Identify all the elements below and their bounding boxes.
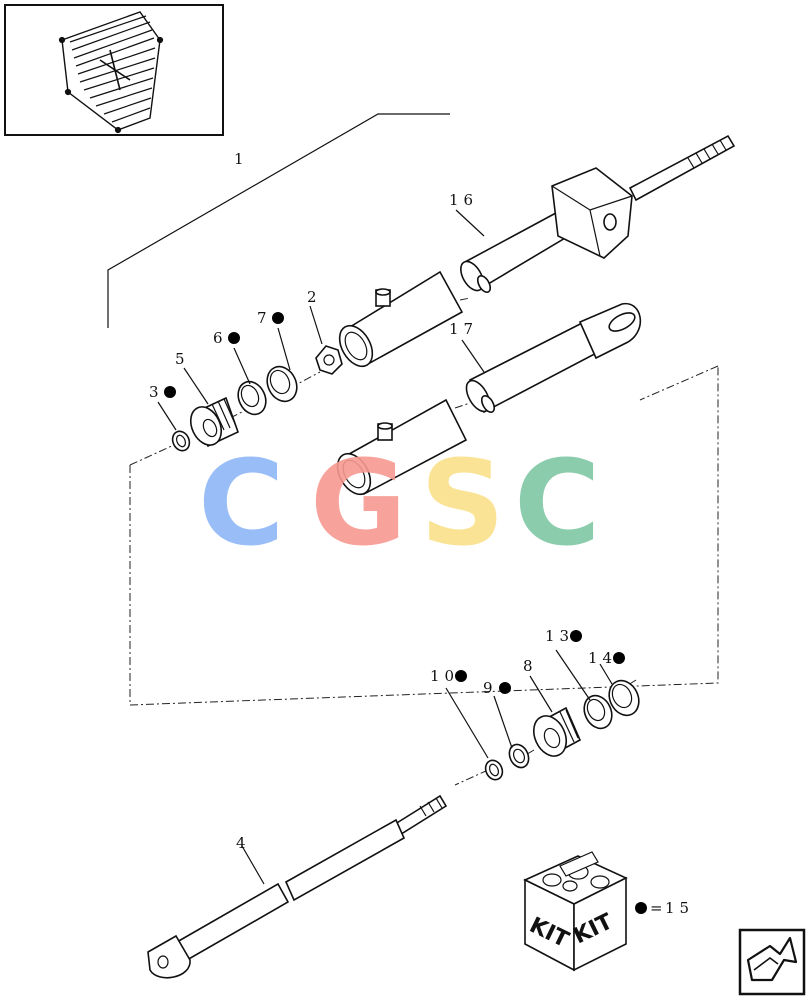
- label-part-16: 16: [449, 191, 478, 209]
- assembly-bracket: [107, 113, 450, 328]
- kit-markers: [164, 312, 625, 694]
- label-part-7: 7: [257, 309, 272, 327]
- next-page-button[interactable]: [738, 928, 806, 996]
- kit-box-icon: KIT KIT: [523, 851, 628, 972]
- barrel-lower: [336, 398, 468, 496]
- label-part-9: 9: [483, 679, 498, 697]
- seal-ring-14: [608, 679, 640, 717]
- label-part-1: 1: [234, 150, 249, 168]
- rod-end-clevis: [465, 303, 642, 414]
- gland-8: [532, 706, 582, 757]
- rod-end-block: [460, 134, 736, 293]
- watermark-letter-3: S: [420, 434, 505, 572]
- label-part-3: 3: [149, 383, 164, 401]
- label-part-10: 10: [430, 667, 459, 685]
- watermark-letter-2: G: [310, 434, 407, 572]
- seal-ring-6: [237, 380, 267, 416]
- label-part-6: 6: [213, 329, 228, 347]
- barrel-upper: [338, 270, 464, 368]
- axis-line-lower: [454, 365, 719, 786]
- watermark-letter-4: C: [514, 434, 601, 572]
- ring-9: [508, 743, 530, 769]
- thumbnail-machine-icon: [58, 11, 164, 134]
- legend-value: 15: [665, 899, 694, 917]
- kit-legend: = 15: [635, 899, 694, 917]
- seal-ring-13: [583, 694, 613, 730]
- watermark-letter-1: C: [198, 434, 285, 572]
- assembly-outline: [129, 366, 719, 706]
- label-part-5: 5: [175, 350, 190, 368]
- ring-10: [484, 759, 504, 781]
- part-number-labels: 1 2 3 4 5 6 7 8 9 10 13 14 16 17: [149, 150, 617, 852]
- watermark-logo: C G S C: [198, 434, 601, 572]
- label-part-4: 4: [236, 834, 251, 852]
- label-part-13: 13: [545, 627, 574, 645]
- label-part-17: 17: [449, 320, 478, 338]
- seal-ring-7: [266, 365, 298, 403]
- leader-lines: [157, 209, 613, 885]
- axis-line-upper: [129, 297, 471, 466]
- legend-equals: =: [650, 899, 663, 917]
- part-2-nut: [315, 345, 343, 375]
- piston-5: [189, 396, 239, 448]
- label-part-14: 14: [588, 649, 617, 667]
- snap-ring-3: [171, 430, 191, 452]
- reference-thumbnail: [4, 4, 224, 136]
- piston-rod-4: [147, 794, 448, 979]
- legend-marker-icon: [635, 902, 647, 914]
- label-part-2: 2: [307, 288, 322, 306]
- label-part-8: 8: [523, 657, 538, 675]
